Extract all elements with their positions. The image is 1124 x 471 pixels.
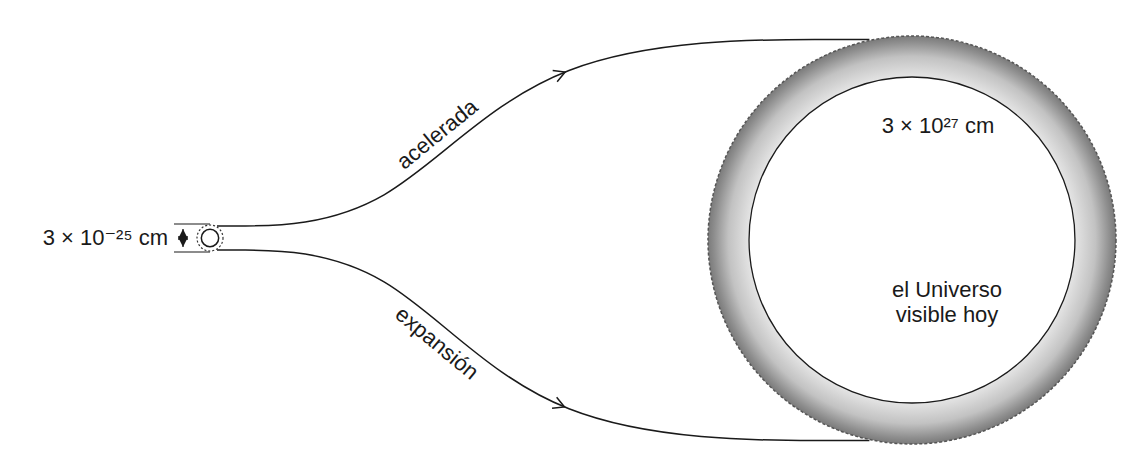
region-label: el Universo visible hoy (882, 277, 1012, 328)
universe-outline (707, 35, 1117, 445)
visible-universe-circle: el Universo visible hoy (707, 35, 1117, 445)
visible-universe-boundary (749, 77, 1075, 403)
arrowhead (553, 67, 568, 82)
dimension-arrow (182, 229, 183, 247)
dimension-label: 3 × 10⁻²⁵ cm (43, 225, 168, 250)
extension-line (174, 223, 210, 224)
arrowhead (552, 397, 567, 412)
radius-label: 3 × 10²⁷ cm (879, 113, 998, 138)
initial-universe-circle: 3 × 10⁻²⁵ cm (196, 224, 224, 252)
dashed-horizon (197, 225, 223, 251)
initial-outline (196, 224, 224, 252)
horizon-ring (708, 36, 1116, 444)
edge-label: acelerada (389, 92, 485, 176)
extension-line (174, 251, 210, 252)
edge-label: expansión (388, 299, 486, 386)
initial-region (201, 229, 218, 246)
